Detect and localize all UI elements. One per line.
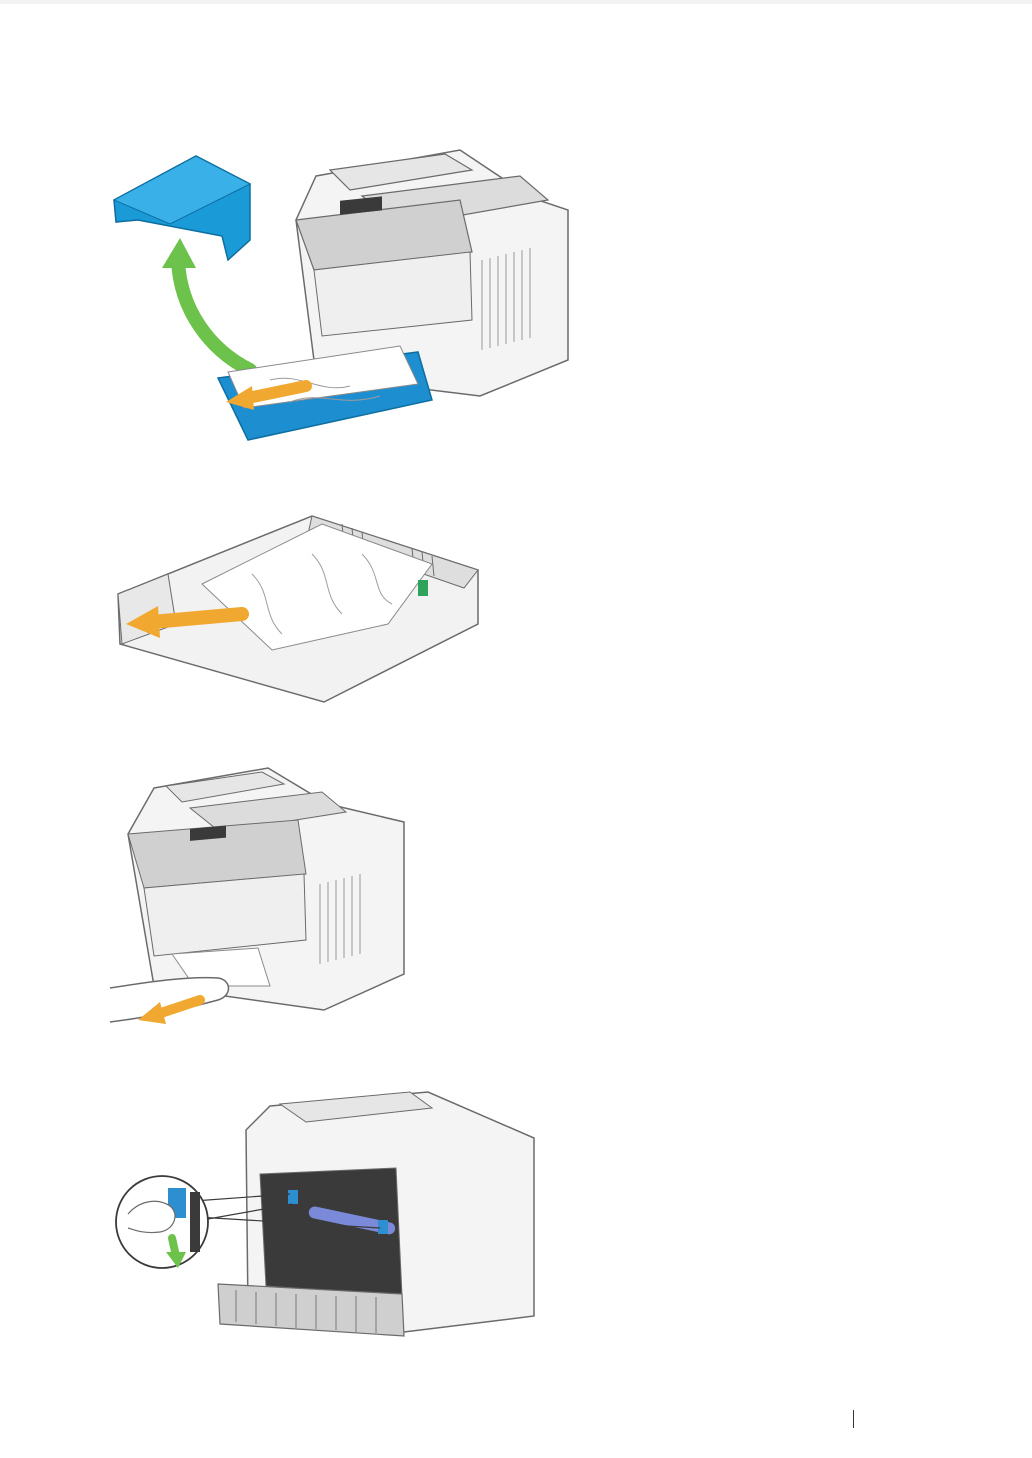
right-lever-icon [378, 1220, 388, 1234]
illustration-pull-paper-front [108, 764, 448, 1028]
green-lever-icon [418, 580, 428, 596]
printer-front-svg [108, 764, 448, 1028]
left-lever-icon [288, 1190, 298, 1204]
printer-rear-svg [110, 1080, 540, 1342]
zoom-callout-icon [116, 1176, 208, 1268]
paper-tray-svg [112, 504, 492, 704]
illustration-rear-levers [110, 1080, 540, 1342]
green-up-arrow-icon [162, 238, 250, 370]
illustration-tray-paper [112, 504, 492, 704]
illustration-remove-cover [100, 140, 610, 460]
footer-divider [853, 1410, 854, 1428]
top-edge-band [0, 0, 1032, 4]
printer-with-tray-svg [100, 140, 610, 460]
